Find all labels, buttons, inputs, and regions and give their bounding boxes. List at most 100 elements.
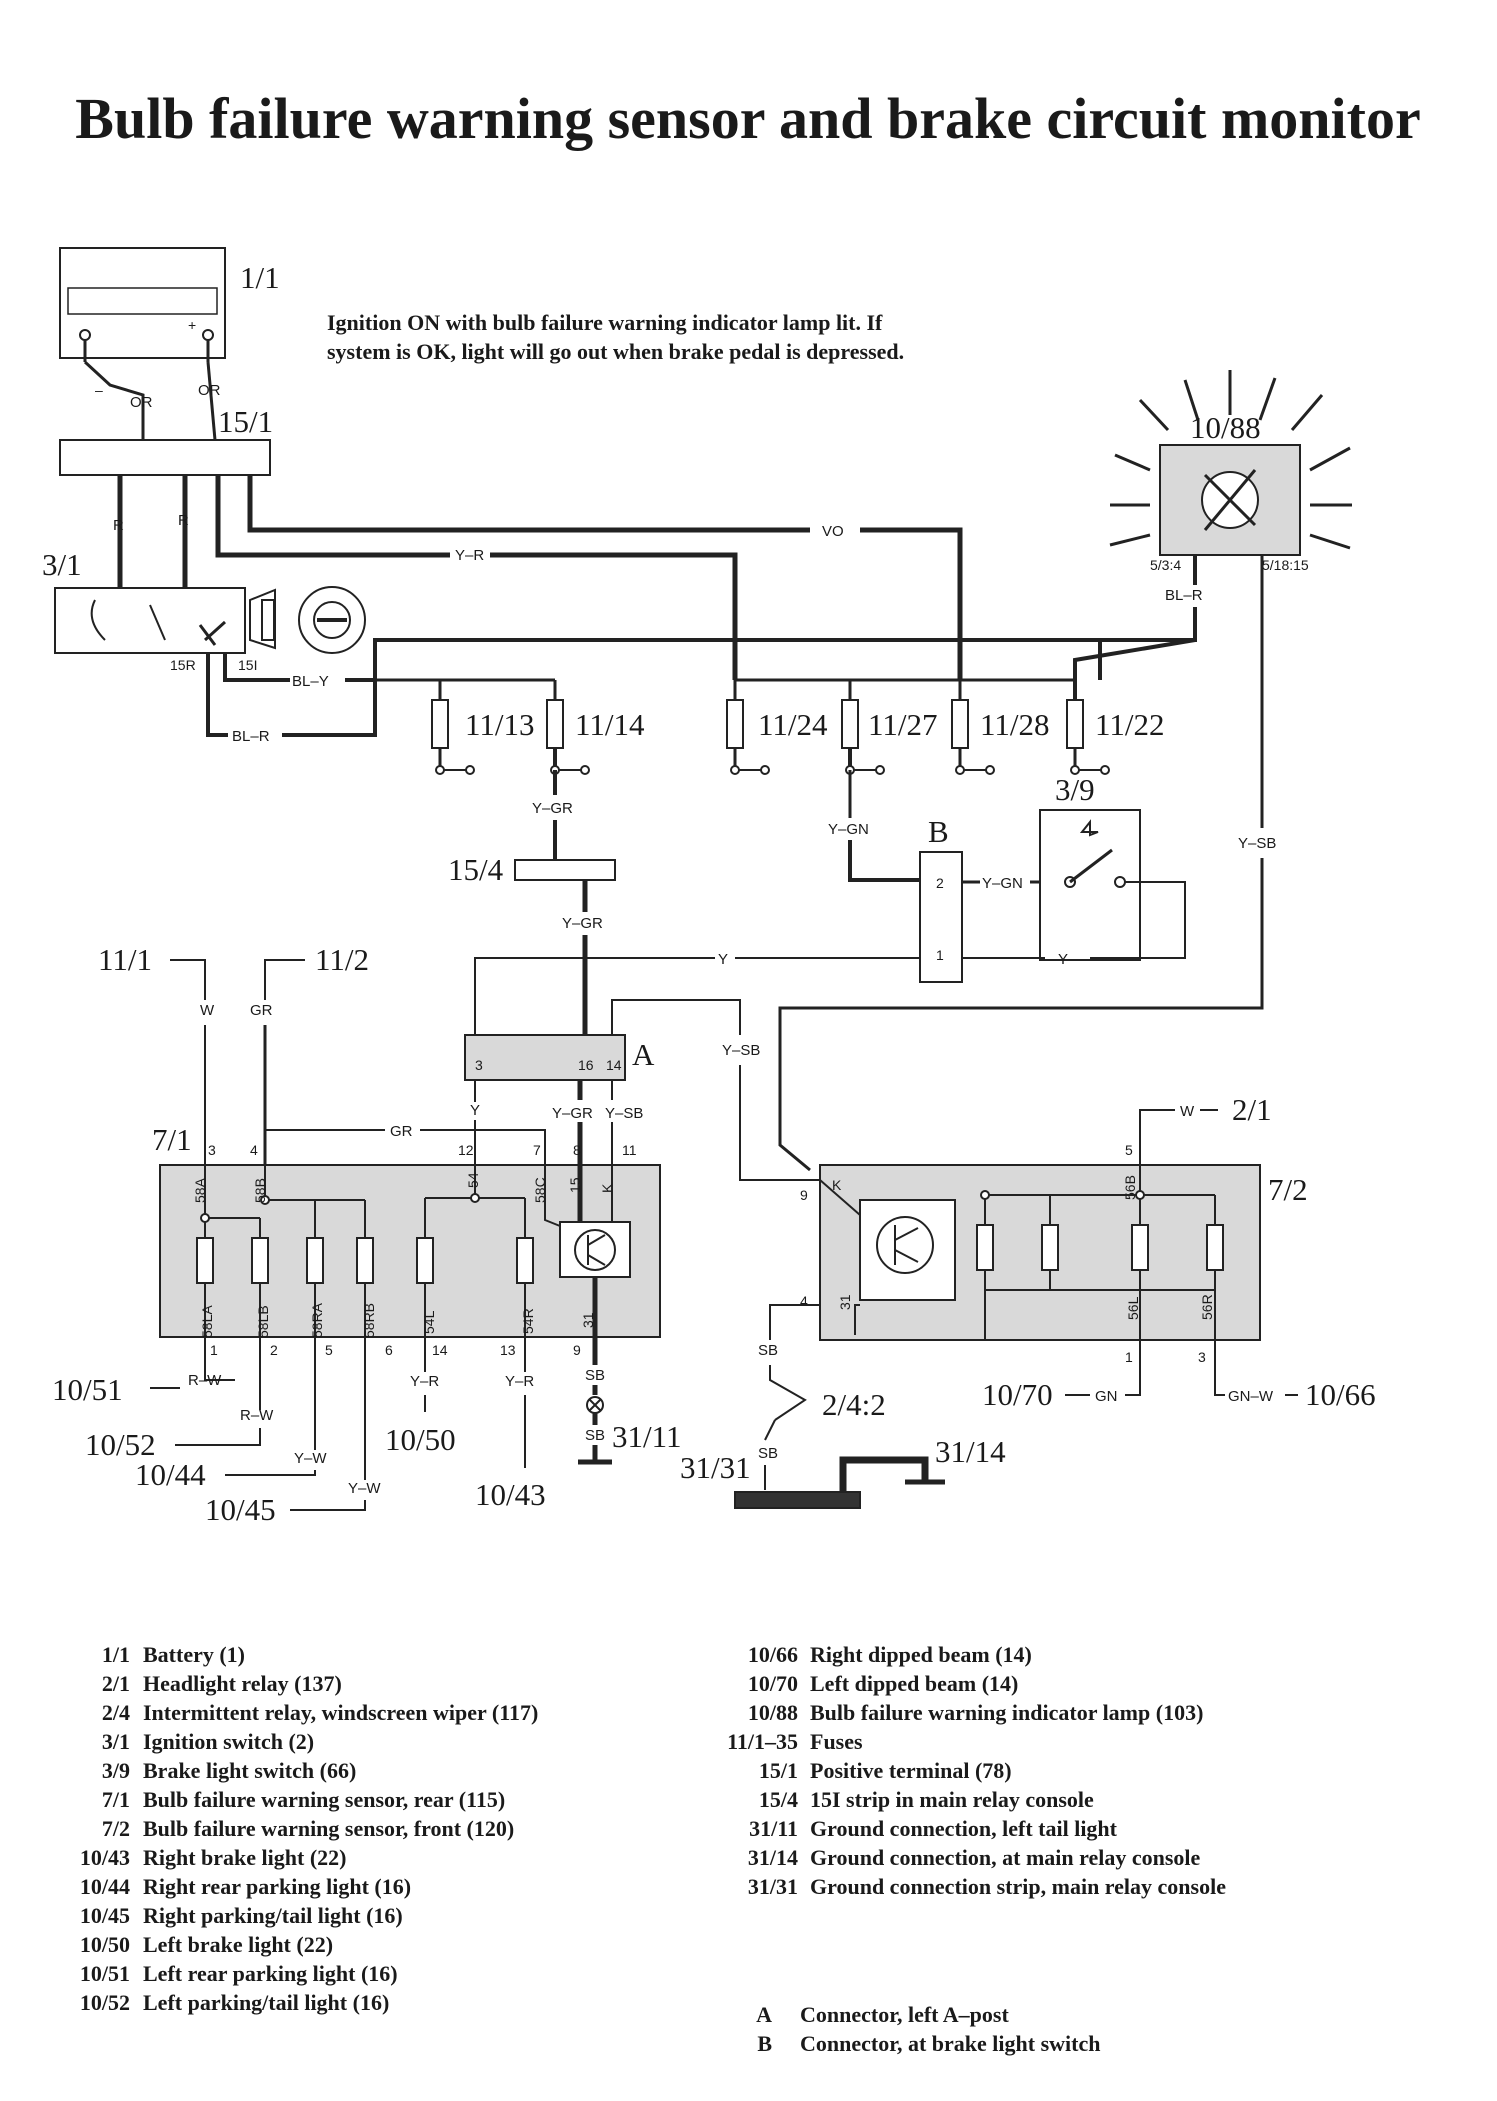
fuse-11-28 bbox=[951, 699, 995, 775]
legend-description: Ignition switch (2) bbox=[143, 1729, 314, 1754]
pin-s2-top-right-0: 5 bbox=[1125, 1142, 1133, 1158]
pin-s1-bottom-0: 1 bbox=[210, 1342, 218, 1358]
label-battery: 1/1 bbox=[240, 260, 280, 295]
pin-s1-bottom-3: 6 bbox=[385, 1342, 393, 1358]
legend-description: Connector, left A–post bbox=[800, 2002, 1009, 2027]
legend-code: 10/44 bbox=[80, 1874, 130, 1899]
wire-y-r-top: Y–R bbox=[455, 547, 484, 564]
wire-y-gr-2: Y–GR bbox=[562, 915, 603, 932]
pin-b2: 2 bbox=[936, 875, 944, 891]
svg-text:–: – bbox=[95, 382, 103, 398]
brake-light-switch bbox=[1039, 809, 1141, 961]
label-10-51: 10/51 bbox=[52, 1372, 123, 1407]
legend-code: 10/45 bbox=[80, 1903, 130, 1928]
wire-y-sb-mid: Y–SB bbox=[722, 1042, 760, 1059]
pin-s1-bottom-2: 5 bbox=[325, 1342, 333, 1358]
legend-description: Left brake light (22) bbox=[143, 1932, 333, 1957]
pin-s2-bottom-left-0: 4 bbox=[800, 1293, 808, 1309]
legend-code: 10/43 bbox=[80, 1845, 130, 1870]
legend-code: 7/2 bbox=[102, 1816, 130, 1841]
legend-code: 1/1 bbox=[102, 1642, 130, 1667]
wire-y-gr-1: Y–GR bbox=[532, 800, 573, 817]
pin-s2-bottom-right-1: 56R bbox=[1199, 1294, 1215, 1320]
wire-y-gn-1: Y–GN bbox=[828, 821, 869, 838]
label-fuse-11-2: 11/2 bbox=[315, 942, 369, 977]
wire-y-r-2: Y–R bbox=[505, 1373, 534, 1390]
legend-description: Intermittent relay, windscreen wiper (11… bbox=[143, 1700, 538, 1725]
pin-b1: 1 bbox=[936, 947, 944, 963]
wire-sb-3: SB bbox=[758, 1342, 778, 1359]
legend-code: 15/1 bbox=[759, 1758, 798, 1783]
wire-y-w-1: Y–W bbox=[294, 1450, 327, 1467]
pin-s1-top-3: 7 bbox=[533, 1142, 541, 1158]
legend-code: 31/14 bbox=[748, 1845, 798, 1870]
wire-gr-mid: GR bbox=[390, 1123, 413, 1140]
legend-description: Right dipped beam (14) bbox=[810, 1642, 1032, 1667]
fuse-11-14 bbox=[546, 699, 590, 775]
legend-code: 7/1 bbox=[102, 1787, 130, 1812]
wire-y-gr-3: Y–GR bbox=[552, 1105, 593, 1122]
label-strip-15-4: 15/4 bbox=[448, 852, 504, 887]
note-line-1: Ignition ON with bulb failure warning in… bbox=[327, 310, 883, 335]
label-ignition-switch: 3/1 bbox=[42, 547, 82, 582]
legend-code: 31/31 bbox=[748, 1874, 798, 1899]
legend-description: 15I strip in main relay console bbox=[810, 1787, 1094, 1812]
label-lamp: 10/88 bbox=[1190, 410, 1261, 445]
pin-s1-top-1: 4 bbox=[250, 1142, 258, 1158]
label-connector-b: B bbox=[928, 814, 949, 849]
pin-a16: 16 bbox=[578, 1057, 594, 1073]
legend-code: 15/4 bbox=[759, 1787, 798, 1812]
label-10-43: 10/43 bbox=[475, 1477, 546, 1512]
wire-y-a: Y bbox=[470, 1102, 480, 1119]
label-10-45: 10/45 bbox=[205, 1492, 276, 1527]
pin-s2-bottom-right-0: 56L bbox=[1125, 1296, 1141, 1320]
strip-15-4 bbox=[514, 859, 616, 881]
legend-description: Right brake light (22) bbox=[143, 1845, 347, 1870]
wire-y-left: Y bbox=[718, 951, 728, 968]
label-lamp-pin-right: 5/18:15 bbox=[1262, 557, 1309, 573]
pin-s1-top-2: 12 bbox=[458, 1142, 474, 1158]
pin-s1-inner-bottom-4: 54L bbox=[421, 1310, 437, 1334]
pin-s1-inner-top-5: K bbox=[599, 1183, 615, 1193]
label-10-70: 10/70 bbox=[982, 1377, 1053, 1412]
legend-description: Positive terminal (78) bbox=[810, 1758, 1012, 1783]
label-positive-terminal: 15/1 bbox=[218, 404, 273, 439]
indicator-lamp bbox=[1109, 370, 1352, 556]
label-ground-31-31: 31/31 bbox=[680, 1450, 751, 1485]
wire-y-w-2: Y–W bbox=[348, 1480, 381, 1497]
label-brake-switch: 3/9 bbox=[1055, 772, 1095, 807]
legend-description: Ground connection, left tail light bbox=[810, 1816, 1118, 1841]
wire-sb-2: SB bbox=[585, 1427, 605, 1444]
pin-s1-inner-bottom-0: 58LA bbox=[199, 1305, 215, 1338]
legend-description: Brake light switch (66) bbox=[143, 1758, 356, 1783]
label-connector-a: A bbox=[632, 1037, 655, 1072]
positive-terminal bbox=[59, 439, 271, 476]
label-fuse-11-13: 11/13 bbox=[465, 707, 534, 742]
label-lamp-pin-left: 5/3:4 bbox=[1150, 557, 1181, 573]
legend-code: 3/9 bbox=[102, 1758, 130, 1783]
legend-description: Right rear parking light (16) bbox=[143, 1874, 411, 1899]
legend-code: 10/52 bbox=[80, 1990, 130, 2015]
label-ign-15i: 15I bbox=[238, 657, 257, 673]
pin-s1-bottom-1: 2 bbox=[270, 1342, 278, 1358]
legend-description: Bulb failure warning sensor, front (120) bbox=[143, 1816, 514, 1841]
fuse-11-22 bbox=[1066, 699, 1110, 775]
connector-b bbox=[919, 851, 963, 983]
label-10-66: 10/66 bbox=[1305, 1377, 1376, 1412]
label-10-50: 10/50 bbox=[385, 1422, 456, 1457]
pin-s1-top-4: 8 bbox=[573, 1142, 581, 1158]
pin-s2-top-right-1: 56B bbox=[1122, 1175, 1138, 1200]
legend-description: Left rear parking light (16) bbox=[143, 1961, 398, 1986]
pin-a14: 14 bbox=[606, 1057, 622, 1073]
wire-w: W bbox=[200, 1002, 215, 1019]
label-fuse-11-28: 11/28 bbox=[980, 707, 1049, 742]
fuse-11-27 bbox=[841, 699, 885, 775]
pin-s1-inner-top-1: 58B bbox=[252, 1178, 268, 1203]
legend-description: Right parking/tail light (16) bbox=[143, 1903, 403, 1928]
pin-s2-bottom-right-3: 3 bbox=[1198, 1349, 1206, 1365]
legend-description: Battery (1) bbox=[143, 1642, 245, 1667]
legend-description: Connector, at brake light switch bbox=[800, 2031, 1100, 2056]
legend-description: Ground connection, at main relay console bbox=[810, 1845, 1201, 1870]
